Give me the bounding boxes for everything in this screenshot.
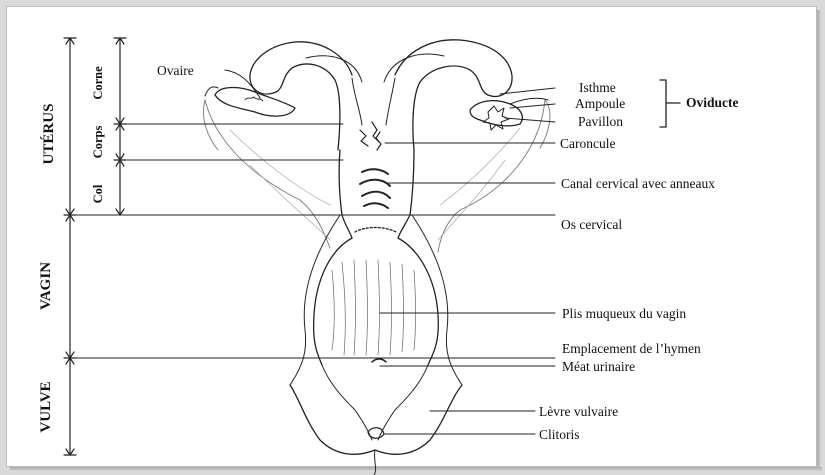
caruncles — [360, 122, 381, 150]
vagina-dimension-bar — [64, 215, 76, 358]
uterus-label: UTÉRUS — [42, 89, 60, 179]
infundibulum-label: Pavillon — [578, 115, 623, 129]
vulva-label: VULVE — [39, 377, 57, 437]
broad-ligament-left-outer — [203, 100, 218, 150]
body-dimension-bar — [114, 124, 126, 160]
urethral-meatus-label: Méat urinaire — [562, 360, 635, 374]
ovary-label: Ovaire — [157, 64, 194, 78]
cervical-os-fringe — [355, 228, 396, 233]
vulvar-lip-right — [378, 365, 428, 440]
right-ovary — [470, 101, 522, 126]
uterine-lumen — [352, 78, 395, 125]
cervical-rings — [360, 169, 390, 208]
vulva-tail — [374, 450, 376, 475]
hymen-label: Emplacement de l’hymen — [562, 342, 701, 356]
clitoris-label: Clitoris — [539, 428, 580, 442]
vulva-dimension-bar — [64, 358, 76, 455]
neck-label: Col — [92, 174, 108, 214]
vagina-right-wall — [398, 238, 438, 365]
vaginal-folds — [332, 260, 416, 355]
broad-ligament-right-outer — [540, 100, 550, 148]
cervix-right — [398, 215, 410, 238]
vulva-outline — [290, 385, 462, 454]
left-ovary — [215, 87, 295, 116]
cervical-canal-label: Canal cervical avec anneaux — [561, 177, 715, 191]
broad-ligament-right — [438, 100, 545, 252]
leader-ovary — [225, 70, 260, 98]
left-oviduct — [205, 87, 218, 96]
ligament-lines — [230, 128, 520, 240]
vulvar-lip-left — [322, 365, 372, 440]
uterus-dimension-bar — [64, 38, 76, 215]
isthmus-label: Isthme — [579, 81, 616, 95]
right-uterine-horn-inner — [384, 54, 444, 82]
vagina-outer-right — [412, 215, 462, 385]
cervical-os-label: Os cervical — [561, 218, 622, 232]
vagina-label: VAGIN — [39, 256, 57, 316]
urethral-meatus-shape — [372, 359, 386, 362]
broad-ligament-left — [205, 100, 330, 248]
caruncle-label: Caroncule — [560, 137, 615, 151]
leader-infundibulum — [505, 118, 555, 122]
body-label: Corps — [92, 117, 108, 167]
horn-dimension-bar — [114, 38, 126, 124]
horn-label: Corne — [92, 58, 108, 108]
cervix-left — [342, 215, 352, 238]
neck-dimension-bar — [114, 160, 126, 215]
oviduct-label: Oviducte — [686, 96, 739, 110]
vaginal-folds-label: Plis muqueux du vagin — [562, 307, 686, 321]
oviduct-bracket — [660, 80, 680, 127]
vulvar-lip-label: Lèvre vulvaire — [539, 405, 618, 419]
right-oviduct-coil — [510, 98, 548, 104]
ampulla-label: Ampoule — [575, 97, 625, 111]
